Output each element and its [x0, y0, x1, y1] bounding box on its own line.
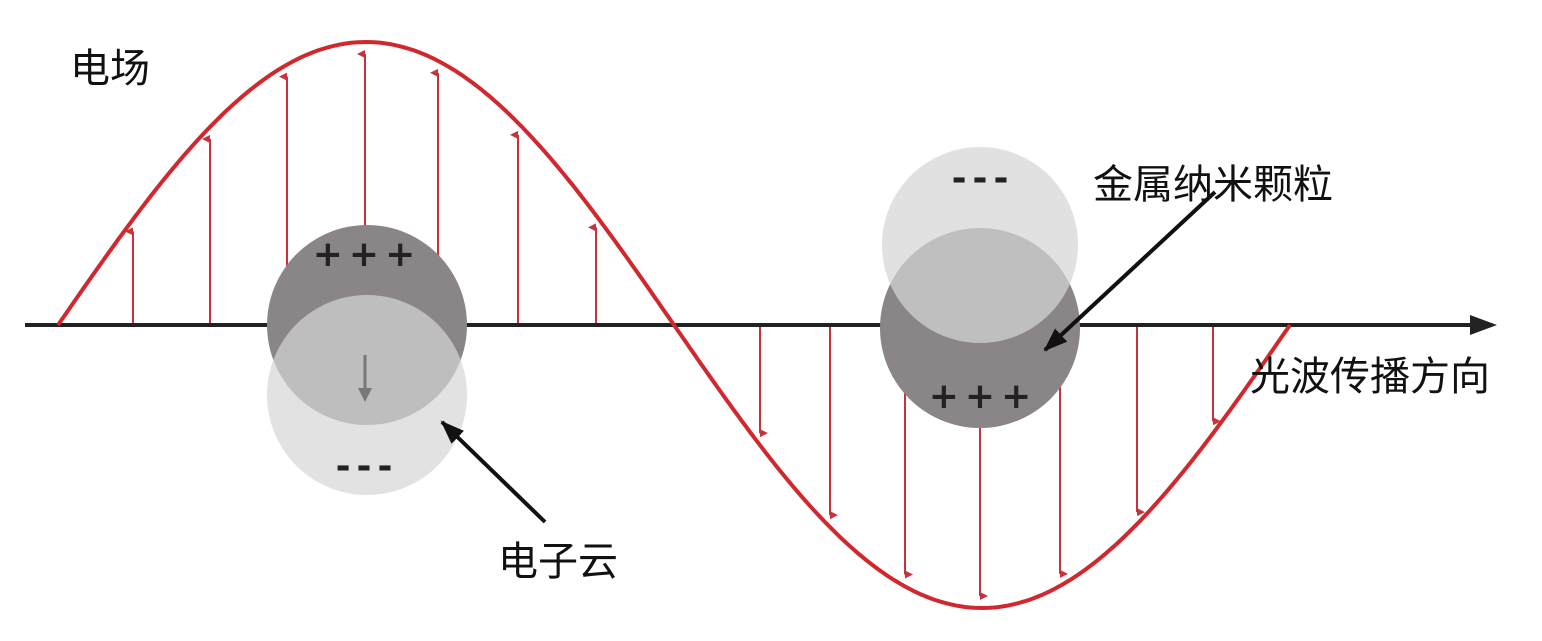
positive-charges: +++	[929, 376, 1038, 417]
electric-field-wave	[56, 39, 1292, 611]
right-nanoparticle: --- +++	[880, 147, 1080, 428]
propagation-direction-label: 光波传播方向	[1250, 354, 1490, 400]
electron-cloud-pointer-arrow	[440, 420, 547, 524]
electric-field-label: 电场	[70, 46, 150, 92]
negative-charges: ---	[336, 446, 399, 487]
electron-cloud-shape	[882, 147, 1078, 343]
negative-charges: ---	[952, 158, 1015, 199]
nanoparticle-label: 金属纳米颗粒	[1093, 162, 1333, 208]
positive-charges: +++	[313, 234, 422, 275]
left-nanoparticle: +++ ---	[267, 225, 467, 495]
axis-arrowhead-icon	[1470, 315, 1497, 335]
nanoparticle-pointer-arrow	[1043, 190, 1217, 352]
electron-cloud-label: 电子云	[498, 539, 618, 585]
displacement-arrowhead-icon	[358, 388, 372, 402]
